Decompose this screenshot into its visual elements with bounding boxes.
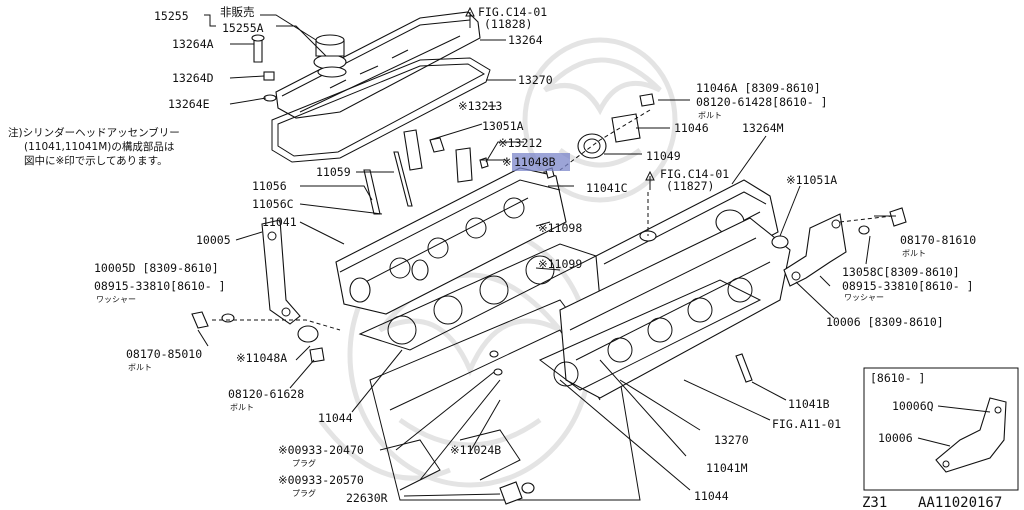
label-22630r: 22630R <box>346 491 388 505</box>
label-10005: 10005 <box>196 233 231 247</box>
note-line-1: 注)シリンダーヘッドアッセンブリー <box>8 126 180 139</box>
label-15255a: 15255A <box>222 21 264 35</box>
label-08120-61628: 08120-61628 <box>228 387 304 401</box>
highlight-11048b[interactable] <box>512 153 570 171</box>
hanger-bolts <box>191 311 325 363</box>
label-13270-bottom: 13270 <box>714 433 749 447</box>
label-11056: 11056 <box>252 179 287 193</box>
label-13270-top: 13270 <box>518 73 553 87</box>
label-10006-main: 10006 [8309-8610] <box>826 315 944 329</box>
end-plate <box>545 93 655 179</box>
model-code: Z31 <box>862 495 887 510</box>
cover-bolts <box>251 34 277 102</box>
head-gasket-right <box>539 279 762 391</box>
label-washer-left: ワッシャー <box>96 295 136 304</box>
note-line-3: 図中に※印で示してあります。 <box>24 154 168 167</box>
label-08915-left: 08915-33810[8610- ] <box>94 279 226 293</box>
label-15255: 15255 <box>154 9 189 23</box>
label-13058c: 13058C[8309-8610] <box>842 265 960 279</box>
label-08170-85010: 08170-85010 <box>126 347 202 361</box>
label-10005d: 10005D [8309-8610] <box>94 261 219 275</box>
stud-11041b <box>735 353 753 383</box>
assembly-note: 注)シリンダーヘッドアッセンブリー (11041,11041M)の構成部品は 図… <box>8 126 180 167</box>
label-13213: ※13213 <box>458 99 502 113</box>
label-11048b[interactable]: 11048B <box>514 155 556 169</box>
leader-lines <box>197 6 896 497</box>
temp-sensor <box>499 481 535 505</box>
label-11041b: 11041B <box>788 397 830 411</box>
label-10006q: 10006Q <box>892 399 934 413</box>
label-08170-81610: 08170-81610 <box>900 233 976 247</box>
label-11041: 11041 <box>262 215 297 229</box>
label-fig-c14-top: FIG.C14-01 <box>478 5 547 19</box>
note-line-2: (11041,11041M)の構成部品は <box>24 140 174 153</box>
label-08120-61428: 08120-61428[8610- ] <box>696 95 828 109</box>
label-bolt-85010: ボルト <box>128 363 152 372</box>
label-11099: ※11099 <box>538 257 582 271</box>
label-fig-a11: FIG.A11-01 <box>772 417 841 431</box>
label-11046a: 11046A [8309-8610] <box>696 81 821 95</box>
label-bolt-61628: ボルト <box>230 403 254 412</box>
label-hibaibai: 非販売 <box>220 5 255 19</box>
label-plug-20570: プラグ <box>292 488 316 498</box>
label-11046: 11046 <box>674 121 709 135</box>
label-00933-20570: ※00933-20570 <box>278 473 364 487</box>
label-bolt-61428: ボルト <box>698 111 722 120</box>
label-13264m: 13264M <box>742 121 784 135</box>
label-08915-right: 08915-33810[8610- ] <box>842 279 974 293</box>
label-11044-bottom: 11044 <box>694 489 729 503</box>
label-13264: 13264 <box>508 33 543 47</box>
label-13212: ※13212 <box>498 136 542 150</box>
label-13051a: 13051A <box>482 119 524 133</box>
label-11056c: 11056C <box>252 197 294 211</box>
label-fig-c14-mid-sub: (11827) <box>666 179 714 193</box>
label-fig-c14-top-sub: (11828) <box>484 17 532 31</box>
label-bolt-81610: ボルト <box>902 249 926 258</box>
label-11049: 11049 <box>646 149 681 163</box>
label-10006-inset: 10006 <box>878 431 913 445</box>
plugs <box>489 350 503 376</box>
label-11059: 11059 <box>316 165 351 179</box>
label-00933-20470: ※00933-20470 <box>278 443 364 457</box>
label-13264e: 13264E <box>168 97 210 111</box>
engine-hanger-left <box>261 219 301 325</box>
label-11051a: ※11051A <box>786 173 837 187</box>
diagram-code: AA11020167 <box>918 495 1002 510</box>
label-washer-right: ワッシャー <box>844 293 884 302</box>
label-13264d: 13264D <box>172 71 214 85</box>
label-11044-left: 11044 <box>318 411 353 425</box>
label-plug-20470: プラグ <box>292 458 316 468</box>
part-labels: 非販売 15255 15255A 13264A 13264D 13264E 13… <box>94 5 1002 510</box>
cylinder-head-right <box>559 217 791 399</box>
oil-filler-cap <box>313 34 347 78</box>
cylinder-head-left <box>335 167 567 315</box>
inset-label: [8610- ] <box>870 371 925 385</box>
label-11048a: ※11048A <box>236 351 287 365</box>
label-11041c: 11041C <box>586 181 628 195</box>
label-fig-c14-mid: FIG.C14-01 <box>660 167 729 181</box>
label-13264a: 13264A <box>172 37 214 51</box>
label-11098: ※11098 <box>538 221 582 235</box>
label-11041m: 11041M <box>706 461 748 475</box>
label-11024b: ※11024B <box>450 443 501 457</box>
rocker-gasket-left <box>271 57 491 163</box>
label-11048b-mark: ※ <box>502 155 512 169</box>
inset-panel <box>863 367 1019 491</box>
